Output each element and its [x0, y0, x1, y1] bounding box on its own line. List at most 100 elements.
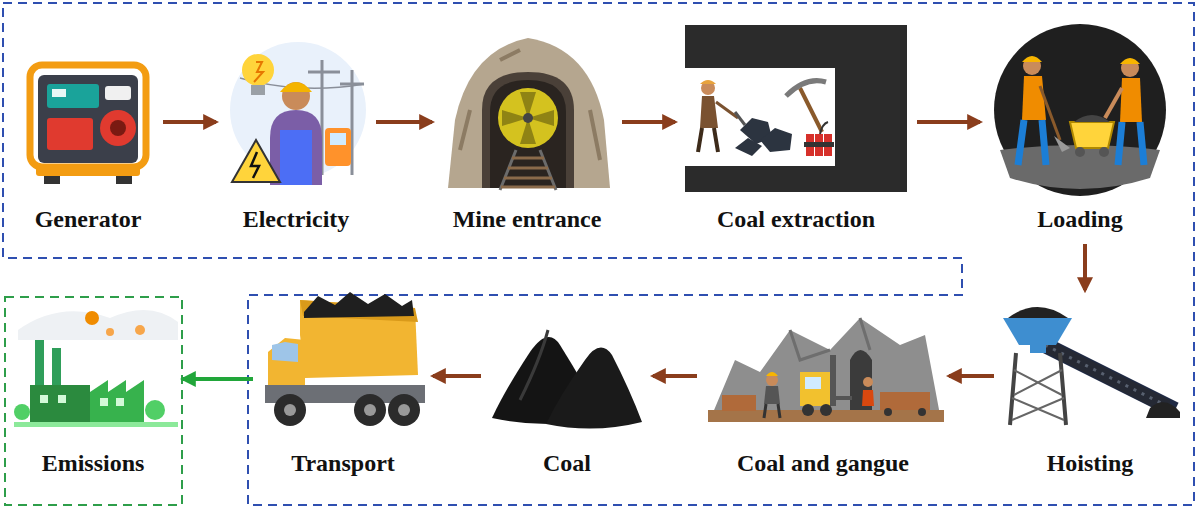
hoisting-icon	[1040, 335, 1170, 416]
stage-label: Loading	[1035, 204, 1124, 234]
stage-node: Generator	[23, 22, 153, 234]
loading-icon	[1099, 147, 1109, 157]
flow-arrow	[917, 120, 980, 124]
stage-label: Mine entrance	[451, 204, 604, 234]
mine-entrance-icon	[523, 113, 533, 123]
mine-entrance-icon	[500, 150, 556, 190]
generator-icon	[100, 110, 136, 146]
stage-node: Coal extraction	[685, 22, 907, 234]
loading-icon	[1118, 122, 1144, 165]
coal-and-gangue-icon	[708, 318, 944, 422]
factory-icon	[85, 311, 99, 325]
dump-truck-icon	[274, 394, 306, 426]
stage-node: Hoisting	[1004, 300, 1176, 478]
coal-extraction-icon	[735, 118, 792, 156]
emissions-boundary	[5, 297, 182, 505]
generator-icon	[47, 84, 99, 108]
factory-icon	[135, 325, 145, 335]
flow-arrow	[376, 120, 432, 124]
coal-pile-icon	[546, 348, 642, 429]
dump-truck-icon	[364, 404, 376, 416]
loading-icon	[1074, 115, 1110, 122]
stage-node: Loading	[990, 22, 1170, 234]
connectors	[163, 122, 1085, 379]
dump-truck-icon	[398, 404, 410, 416]
coal-pile-icon	[492, 330, 642, 429]
mine-entrance-icon	[448, 38, 610, 188]
coal-extraction-icon	[700, 80, 716, 84]
coal-extraction-icon	[760, 128, 792, 152]
loading-icon	[1022, 56, 1042, 62]
coal-extraction-icon	[820, 122, 828, 134]
flow-arrow	[653, 374, 697, 378]
stage-label: Coal	[541, 448, 593, 478]
mine-entrance-icon	[448, 38, 610, 190]
stage-label: Electricity	[241, 204, 352, 234]
hoisting-icon	[1012, 370, 1064, 420]
factory-icon	[14, 404, 30, 420]
flow-arrow	[1083, 244, 1087, 290]
hoisting-icon	[1146, 402, 1180, 418]
electricity-icon	[254, 62, 263, 82]
electricity-icon	[325, 128, 351, 166]
electricity-icon	[308, 71, 340, 74]
factory-icon	[14, 422, 178, 427]
coal-extraction-icon	[685, 25, 907, 192]
coal-extraction-icon	[786, 81, 826, 96]
factory-icon	[58, 395, 66, 403]
flow-arrow	[163, 120, 216, 124]
factory-icon	[35, 340, 44, 385]
factory-icon	[90, 380, 144, 423]
stage-node: Coal and gangue	[707, 300, 939, 478]
flow-arrow	[949, 374, 994, 378]
generator-icon	[38, 75, 138, 163]
factory-icon	[52, 348, 61, 385]
electricity-icon	[242, 54, 274, 86]
electricity-icon	[280, 130, 312, 185]
mine-entrance-icon	[490, 80, 566, 188]
loading-icon	[1075, 147, 1085, 157]
coal-extraction-icon	[685, 68, 835, 166]
generator-icon	[52, 89, 66, 97]
stage-node: Transport	[263, 300, 423, 478]
factory-icon	[40, 395, 48, 403]
generator-icon	[110, 120, 126, 136]
coal-extraction-icon	[701, 81, 715, 95]
mine-entrance-icon	[460, 50, 600, 160]
dump-truck-icon	[268, 338, 305, 392]
loading-icon	[994, 24, 1166, 196]
loading-icon	[1023, 57, 1041, 75]
hoisting-icon	[1008, 307, 1068, 318]
coal-and-gangue-icon	[712, 318, 940, 415]
coal-extraction-icon	[804, 142, 834, 147]
flow-arrow	[622, 120, 675, 124]
coal-and-gangue-icon	[863, 377, 873, 387]
electricity-icon	[232, 140, 280, 182]
stage-label: Emissions	[40, 448, 147, 478]
stage-label: Coal and gangue	[735, 448, 911, 478]
loading-icon	[1040, 86, 1060, 140]
electricity-icon	[251, 152, 259, 178]
factory-icon	[145, 400, 165, 420]
stage-node: Mine entrance	[442, 22, 612, 234]
mine-entrance-icon	[498, 88, 558, 148]
loading-icon	[1000, 145, 1160, 189]
coal-and-gangue-icon	[836, 396, 852, 400]
coal-and-gangue-icon	[764, 404, 780, 418]
loading-icon	[1070, 122, 1114, 148]
factory-icon	[106, 328, 114, 336]
loading-icon	[1121, 59, 1139, 77]
coal-and-gangue-icon	[805, 377, 821, 389]
generator-icon	[47, 118, 93, 150]
coal-and-gangue-icon	[722, 395, 756, 411]
coal-extraction-icon	[800, 88, 822, 132]
generator-icon	[44, 176, 60, 184]
coal-extraction-icon	[735, 112, 745, 125]
stage-label: Coal extraction	[715, 204, 877, 234]
loading-icon	[1105, 88, 1122, 118]
coal-and-gangue-icon	[880, 392, 930, 410]
coal-and-gangue-icon	[764, 386, 780, 404]
electricity-icon	[280, 82, 312, 92]
